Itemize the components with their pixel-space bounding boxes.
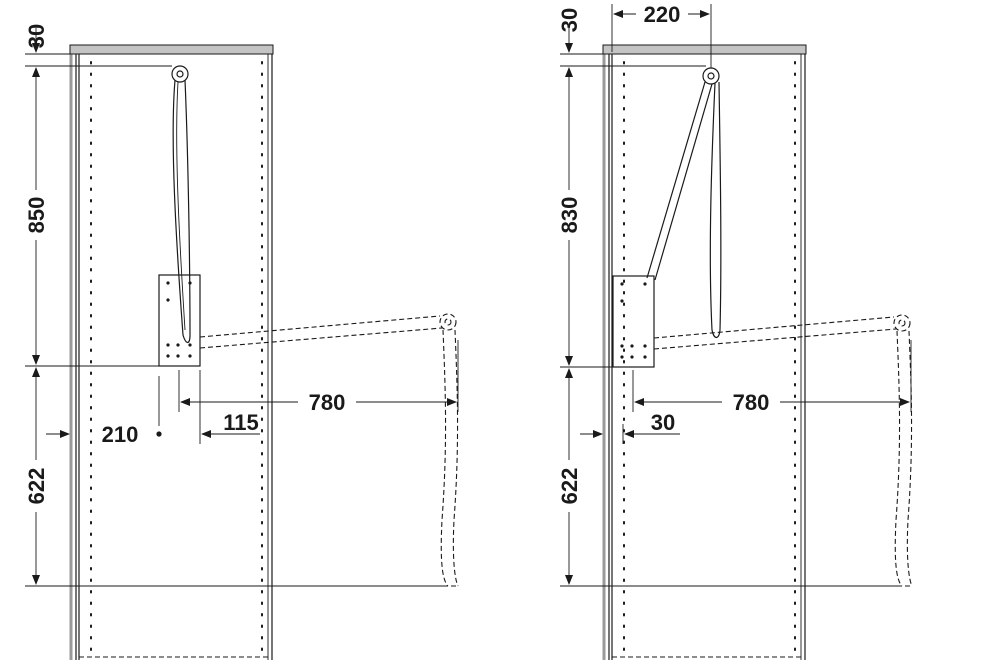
right-view: 30 220 830 622 — [555, 2, 913, 660]
left-dim-height: 850 — [22, 67, 160, 367]
left-view: 30 850 622 780 115 — [22, 24, 459, 660]
right-dim-width: 220 — [611, 2, 712, 68]
right-dim-offset-label: 30 — [651, 410, 675, 435]
left-cabinet — [69, 44, 274, 660]
left-dim-depth-label: 780 — [309, 390, 346, 415]
right-dim-bottom: 622 — [555, 368, 902, 587]
right-dim-bottom-label: 622 — [557, 468, 582, 505]
right-dim-depth-label: 780 — [733, 390, 770, 415]
right-lift-arm — [646, 67, 722, 339]
right-dim-width-label: 220 — [644, 2, 681, 27]
left-dim-offset: 115 — [199, 370, 260, 444]
left-lift-arm — [171, 65, 191, 344]
left-mount-plate — [158, 274, 201, 367]
left-dim-top: 30 — [24, 24, 175, 67]
right-mount-plate — [612, 275, 655, 368]
left-dim-bottom: 622 — [22, 367, 448, 587]
left-dim-mount-label: 210 — [102, 422, 139, 447]
right-cabinet — [602, 44, 807, 660]
right-dim-height: 830 — [555, 67, 614, 368]
left-dim-offset-label: 115 — [223, 410, 259, 435]
right-dim-offset: 30 — [622, 410, 680, 444]
left-dim-depth: 780 — [178, 340, 459, 416]
left-dim-top-label: 30 — [24, 24, 49, 48]
left-arm-lowered — [199, 313, 459, 587]
left-dim-height-label: 850 — [24, 197, 49, 234]
right-dim-top: 30 — [557, 8, 706, 67]
right-dim-depth: 780 — [632, 340, 912, 416]
right-arm-lowered — [653, 314, 913, 587]
right-dim-height-label: 830 — [557, 197, 582, 234]
left-dim-bottom-label: 622 — [24, 468, 49, 505]
right-dim-top-label: 30 — [557, 8, 582, 32]
left-dim-mount: 210 — [102, 376, 162, 447]
